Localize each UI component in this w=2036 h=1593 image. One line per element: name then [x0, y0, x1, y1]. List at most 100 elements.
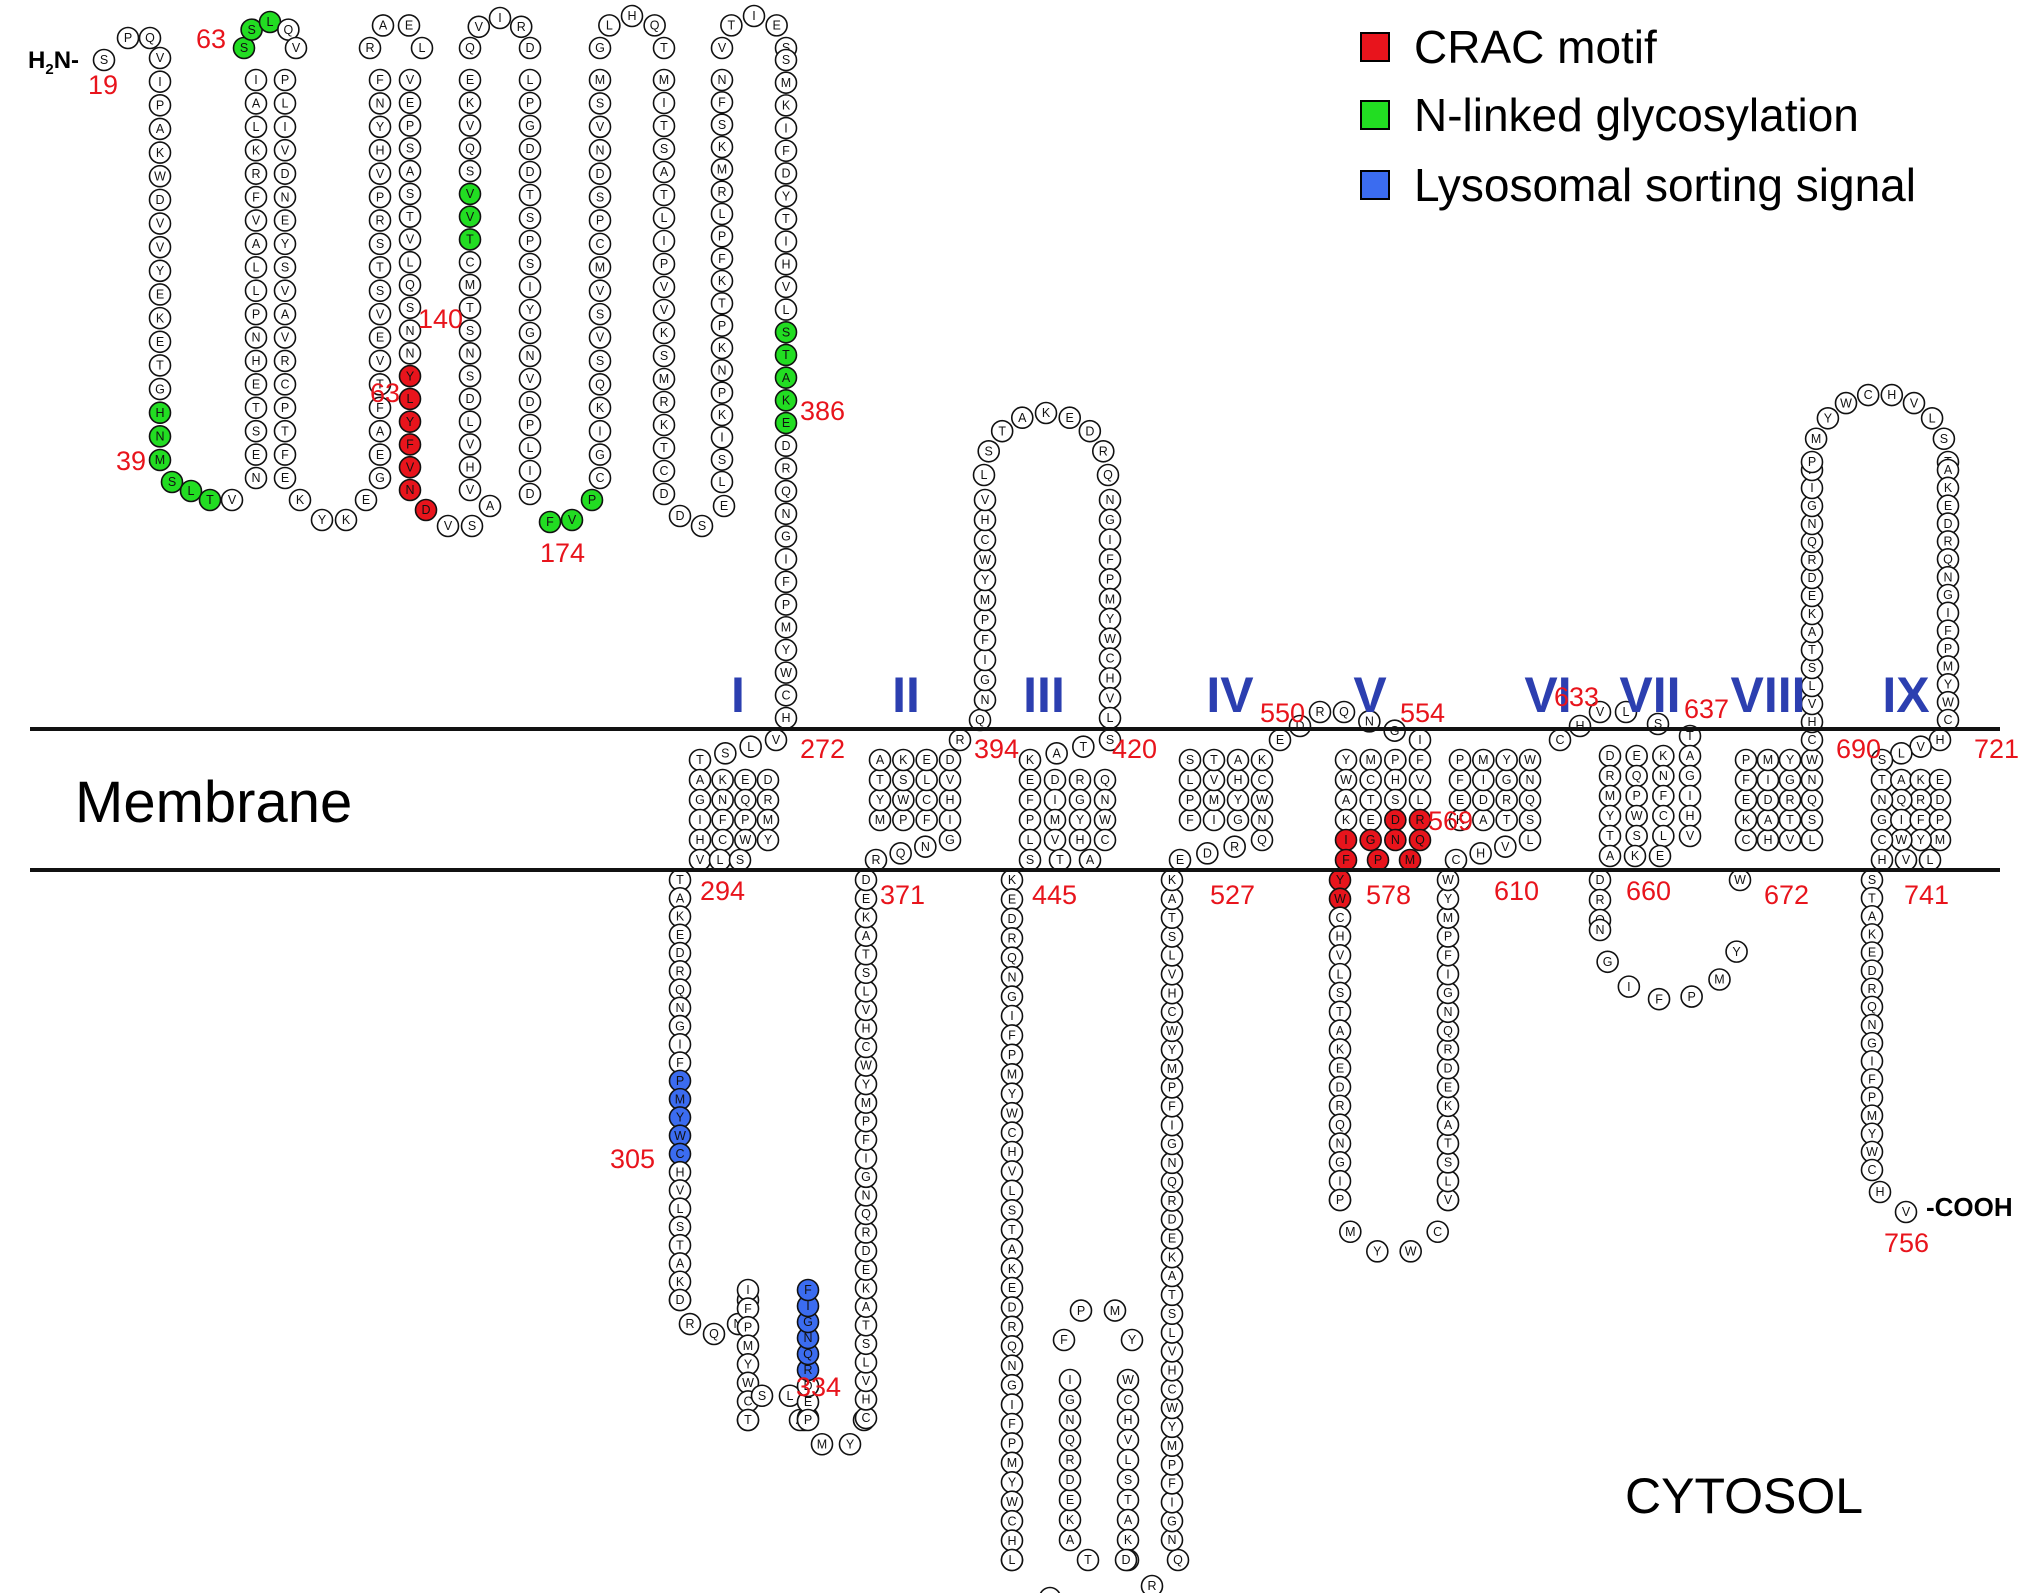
svg-text:G: G: [525, 326, 535, 340]
svg-text:H: H: [1075, 833, 1084, 847]
svg-text:E: E: [156, 288, 164, 302]
svg-text:V: V: [1168, 1345, 1177, 1359]
svg-text:P: P: [281, 73, 289, 87]
residue: I: [742, 4, 766, 28]
svg-text:P: P: [1168, 1458, 1176, 1472]
svg-text:G: G: [1075, 793, 1085, 807]
svg-text:I: I: [720, 431, 723, 445]
svg-text:K: K: [718, 274, 727, 288]
residue: M: [458, 273, 482, 297]
svg-text:P: P: [1808, 455, 1816, 469]
svg-text:D: D: [595, 167, 604, 181]
residue: A: [688, 768, 712, 792]
svg-text:L: L: [1009, 1184, 1016, 1198]
svg-text:Y: Y: [1944, 677, 1953, 691]
svg-text:S: S: [1444, 1156, 1452, 1170]
svg-text:N: N: [595, 143, 604, 157]
residue: H: [1384, 768, 1407, 792]
svg-text:E: E: [281, 471, 289, 485]
svg-text:E: E: [1066, 1493, 1074, 1507]
position-number: 39: [116, 446, 146, 476]
svg-text:Q: Q: [781, 484, 791, 498]
residue: S: [1018, 848, 1042, 872]
svg-text:K: K: [718, 773, 727, 787]
residue: Q: [643, 14, 666, 37]
svg-text:I: I: [598, 424, 601, 438]
residue: G: [368, 466, 392, 490]
svg-text:E: E: [772, 19, 780, 33]
residue: C: [1870, 828, 1894, 852]
residue: I: [588, 419, 612, 443]
svg-text:N: N: [405, 483, 414, 497]
svg-text:R: R: [1443, 1043, 1452, 1057]
svg-text:C: C: [1864, 388, 1873, 402]
svg-text:V: V: [292, 41, 301, 55]
residue: G: [1495, 768, 1518, 792]
svg-text:N: N: [251, 471, 260, 485]
svg-text:V: V: [696, 853, 705, 867]
residue: I: [518, 459, 542, 483]
residue: D: [652, 482, 676, 506]
residue: D: [1928, 788, 1952, 812]
svg-text:S: S: [718, 453, 726, 467]
residue: N: [458, 342, 482, 365]
svg-text:K: K: [718, 341, 727, 355]
svg-text:V: V: [596, 120, 605, 134]
svg-text:V: V: [281, 331, 290, 345]
residue: L: [518, 436, 542, 460]
residue: S: [518, 252, 542, 276]
svg-text:M: M: [1443, 911, 1453, 925]
residue: I: [688, 808, 712, 832]
svg-text:F: F: [744, 1302, 752, 1316]
svg-text:R: R: [1916, 793, 1925, 807]
svg-text:C: C: [1433, 1225, 1442, 1239]
svg-text:D: D: [1121, 1553, 1130, 1567]
residue: K: [334, 508, 358, 532]
residue: E: [1168, 848, 1192, 872]
svg-text:L: L: [407, 392, 414, 406]
svg-text:G: G: [1785, 773, 1795, 787]
svg-text:Y: Y: [1732, 945, 1741, 959]
svg-text:H: H: [1875, 1185, 1884, 1199]
residue: P: [1384, 748, 1407, 772]
residue: L: [398, 250, 422, 274]
svg-text:A: A: [1606, 849, 1615, 863]
residue: L: [458, 410, 482, 433]
residue: G: [1068, 788, 1092, 812]
residue: P: [116, 26, 140, 50]
svg-text:G: G: [1335, 1156, 1345, 1170]
svg-text:E: E: [862, 1263, 870, 1277]
svg-text:E: E: [1366, 813, 1374, 827]
residue: S: [518, 206, 542, 230]
svg-text:S: S: [596, 307, 604, 321]
residue: S: [774, 48, 798, 72]
svg-text:W: W: [1099, 813, 1111, 827]
svg-text:L: L: [787, 1389, 794, 1403]
residue: F: [973, 628, 997, 652]
svg-text:Y: Y: [676, 1111, 685, 1125]
svg-text:F: F: [546, 515, 554, 529]
residue: V: [148, 235, 172, 259]
svg-text:I: I: [1170, 1495, 1173, 1509]
residue: D: [1114, 1548, 1138, 1572]
svg-text:M: M: [1007, 1067, 1017, 1081]
residue: V: [436, 514, 460, 538]
svg-text:Y: Y: [1008, 1087, 1017, 1101]
svg-text:E: E: [1168, 1231, 1176, 1245]
svg-text:T: T: [676, 873, 684, 887]
residue: S: [892, 768, 915, 792]
residue: T: [652, 436, 676, 460]
svg-text:C: C: [675, 1147, 684, 1161]
svg-text:K: K: [1456, 813, 1465, 827]
svg-text:C: C: [718, 833, 727, 847]
position-number: 174: [540, 538, 585, 568]
residue: C: [915, 788, 938, 812]
svg-text:P: P: [596, 214, 604, 228]
tm-label: V: [1353, 667, 1387, 723]
residue: K: [1000, 1257, 1024, 1280]
svg-text:I: I: [1338, 1174, 1341, 1188]
svg-text:Q: Q: [1167, 1175, 1177, 1189]
svg-text:A: A: [281, 307, 290, 321]
residue: A: [1678, 744, 1702, 768]
residue: E: [1928, 768, 1952, 792]
